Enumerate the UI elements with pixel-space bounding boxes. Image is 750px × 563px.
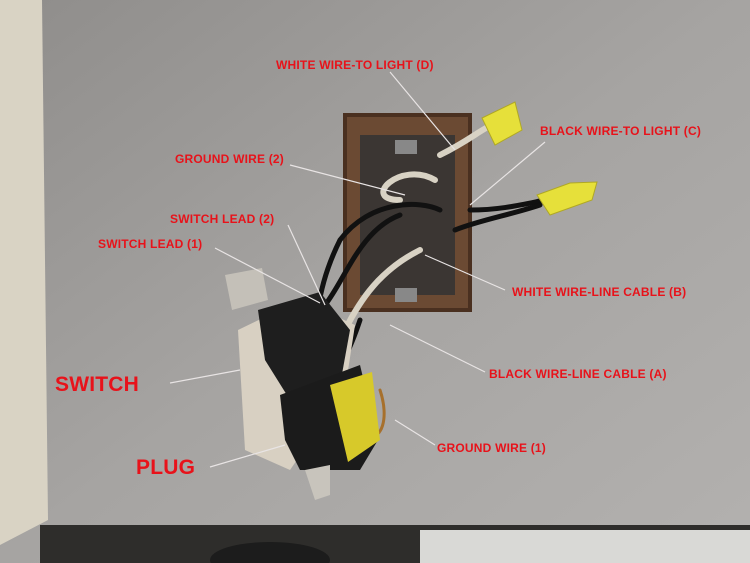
label-black-wire-to-light: BLACK WIRE-TO LIGHT (C) <box>540 124 702 138</box>
label-white-wire-to-light: WHITE WIRE-TO LIGHT (D) <box>276 58 434 72</box>
label-switch-lead-1: SWITCH LEAD (1) <box>98 237 203 251</box>
label-ground-wire-1: GROUND WIRE (1) <box>437 441 546 455</box>
wire-nut-top <box>481 101 523 146</box>
label-switch: SWITCH <box>55 373 140 396</box>
label-switch-lead-2: SWITCH LEAD (2) <box>170 212 275 226</box>
left-wall <box>0 0 48 545</box>
pointer-lines <box>169 71 546 468</box>
label-ground-wire-2: GROUND WIRE (2) <box>175 152 284 166</box>
label-white-wire-line-cable: WHITE WIRE-LINE CABLE (B) <box>512 285 687 299</box>
wire-nut-right <box>536 181 598 216</box>
label-plug: PLUG <box>136 456 196 479</box>
switch-plug-device <box>225 268 380 500</box>
label-black-wire-line-cable: BLACK WIRE-LINE CABLE (A) <box>489 367 667 381</box>
